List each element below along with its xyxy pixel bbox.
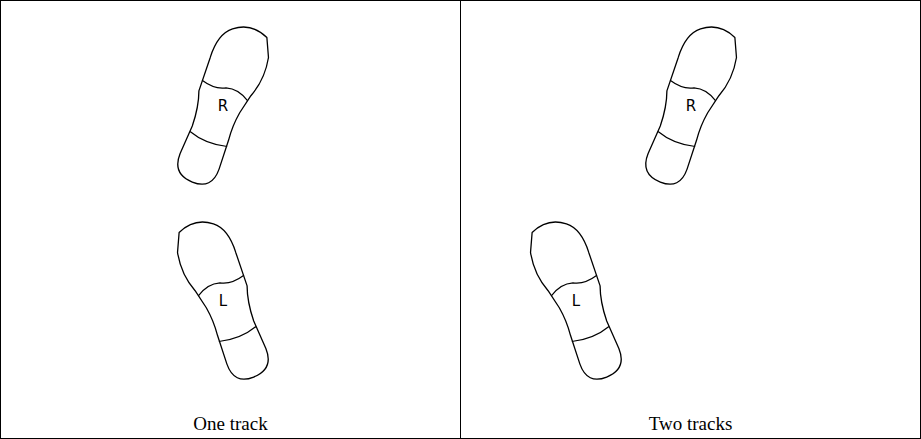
sole-crease [201, 77, 249, 101]
footprint: L [511, 206, 641, 396]
foot-side-letter: R [686, 99, 696, 114]
sole-crease [219, 327, 257, 345]
sole-crease [669, 77, 717, 101]
footprint: R [158, 11, 288, 201]
track-panel: One track R L [0, 0, 461, 439]
footprint: L [158, 206, 288, 396]
track-panel: Two tracks R L [460, 0, 921, 439]
sole-crease [196, 272, 244, 296]
panel-caption: Two tracks [461, 413, 920, 435]
footprint: R [626, 11, 756, 201]
panel-caption: One track [1, 413, 460, 435]
sole-outline [521, 213, 635, 387]
sole-outline [632, 18, 746, 192]
foot-side-letter: L [219, 294, 227, 309]
foot-side-letter: L [572, 294, 580, 309]
sole-crease [549, 272, 597, 296]
sole-crease [572, 327, 610, 345]
sole-crease [189, 132, 227, 150]
sole-outline [168, 213, 282, 387]
foot-side-letter: R [218, 99, 228, 114]
sole-crease [657, 132, 695, 150]
sole-outline [164, 18, 278, 192]
